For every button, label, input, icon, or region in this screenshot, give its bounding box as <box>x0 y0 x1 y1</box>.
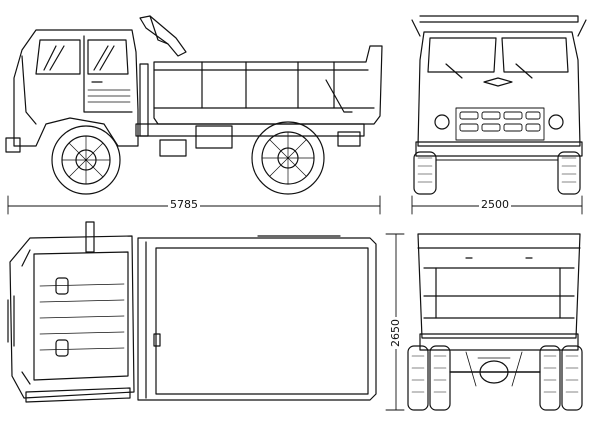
top-hatch-front <box>56 278 68 294</box>
top-front-bumper <box>8 296 14 346</box>
side-fuel-tank <box>196 126 232 148</box>
front-grille <box>456 108 544 140</box>
side-exhaust-pipe <box>140 64 148 136</box>
rear-view <box>386 234 582 410</box>
side-window-glare-4 <box>100 46 114 70</box>
side-window-glare-1 <box>44 46 56 70</box>
side-cab-inner-line <box>22 56 36 124</box>
rear-wheels-right <box>540 346 582 410</box>
top-dump-floor <box>156 248 368 394</box>
rear-wheels-left <box>408 346 450 410</box>
top-hatch-rear <box>56 340 68 356</box>
side-chassis-frame <box>136 124 364 136</box>
front-windshield-left <box>428 38 496 72</box>
side-window-glare-3 <box>94 46 108 70</box>
front-headlight-right <box>549 115 563 129</box>
width-dimension-label: 2500 <box>479 198 511 211</box>
rear-chassis <box>420 334 578 350</box>
front-crane-right-strut <box>578 20 586 36</box>
front-view <box>412 16 586 214</box>
side-rear-wheel <box>252 122 324 194</box>
top-cab-roof <box>34 252 128 380</box>
front-headlight-left <box>435 115 449 129</box>
front-crane-arm <box>420 16 578 22</box>
length-dimension-label: 5785 <box>168 198 200 211</box>
front-emblem <box>484 78 512 86</box>
side-front-bumper <box>6 138 20 152</box>
rear-suspension <box>466 352 522 386</box>
front-wiper-right <box>516 64 532 78</box>
side-dump-hinge <box>326 80 352 112</box>
side-front-wheel <box>52 126 120 194</box>
side-window-glare-2 <box>50 46 64 70</box>
top-crane-arm <box>86 222 94 252</box>
side-window-door <box>88 40 128 74</box>
side-crane-arm <box>140 16 186 56</box>
front-windshield-right <box>502 38 568 72</box>
side-cab-body <box>14 30 138 146</box>
front-wiper-left <box>446 64 462 78</box>
front-axle <box>436 156 558 160</box>
front-wheel-left <box>414 152 436 194</box>
top-cab-windshield-edge <box>22 250 30 384</box>
rear-dump-body <box>418 234 580 338</box>
side-crane-brace <box>150 16 168 44</box>
side-battery-box <box>160 140 186 156</box>
side-dump-body <box>154 46 382 124</box>
top-cab-bottom-bar <box>26 388 130 402</box>
front-cab-outline <box>418 32 580 146</box>
side-window-front <box>36 40 80 74</box>
side-rear-hitch <box>338 132 360 146</box>
side-view <box>6 16 382 214</box>
front-bumper <box>416 142 582 156</box>
front-wheel-right <box>558 152 580 194</box>
side-cab-ribs <box>88 90 130 102</box>
front-crane-left-strut <box>412 20 420 36</box>
height-dimension-label: 2650 <box>389 317 402 349</box>
top-dump-body <box>138 238 376 400</box>
top-dump-latch <box>154 334 160 346</box>
rear-differential <box>480 361 508 383</box>
top-cab-outline <box>10 236 134 398</box>
rear-tailgate-sides <box>436 268 560 318</box>
top-view <box>8 222 376 402</box>
side-door-outline <box>84 36 132 112</box>
top-roof-ribs <box>40 284 124 350</box>
